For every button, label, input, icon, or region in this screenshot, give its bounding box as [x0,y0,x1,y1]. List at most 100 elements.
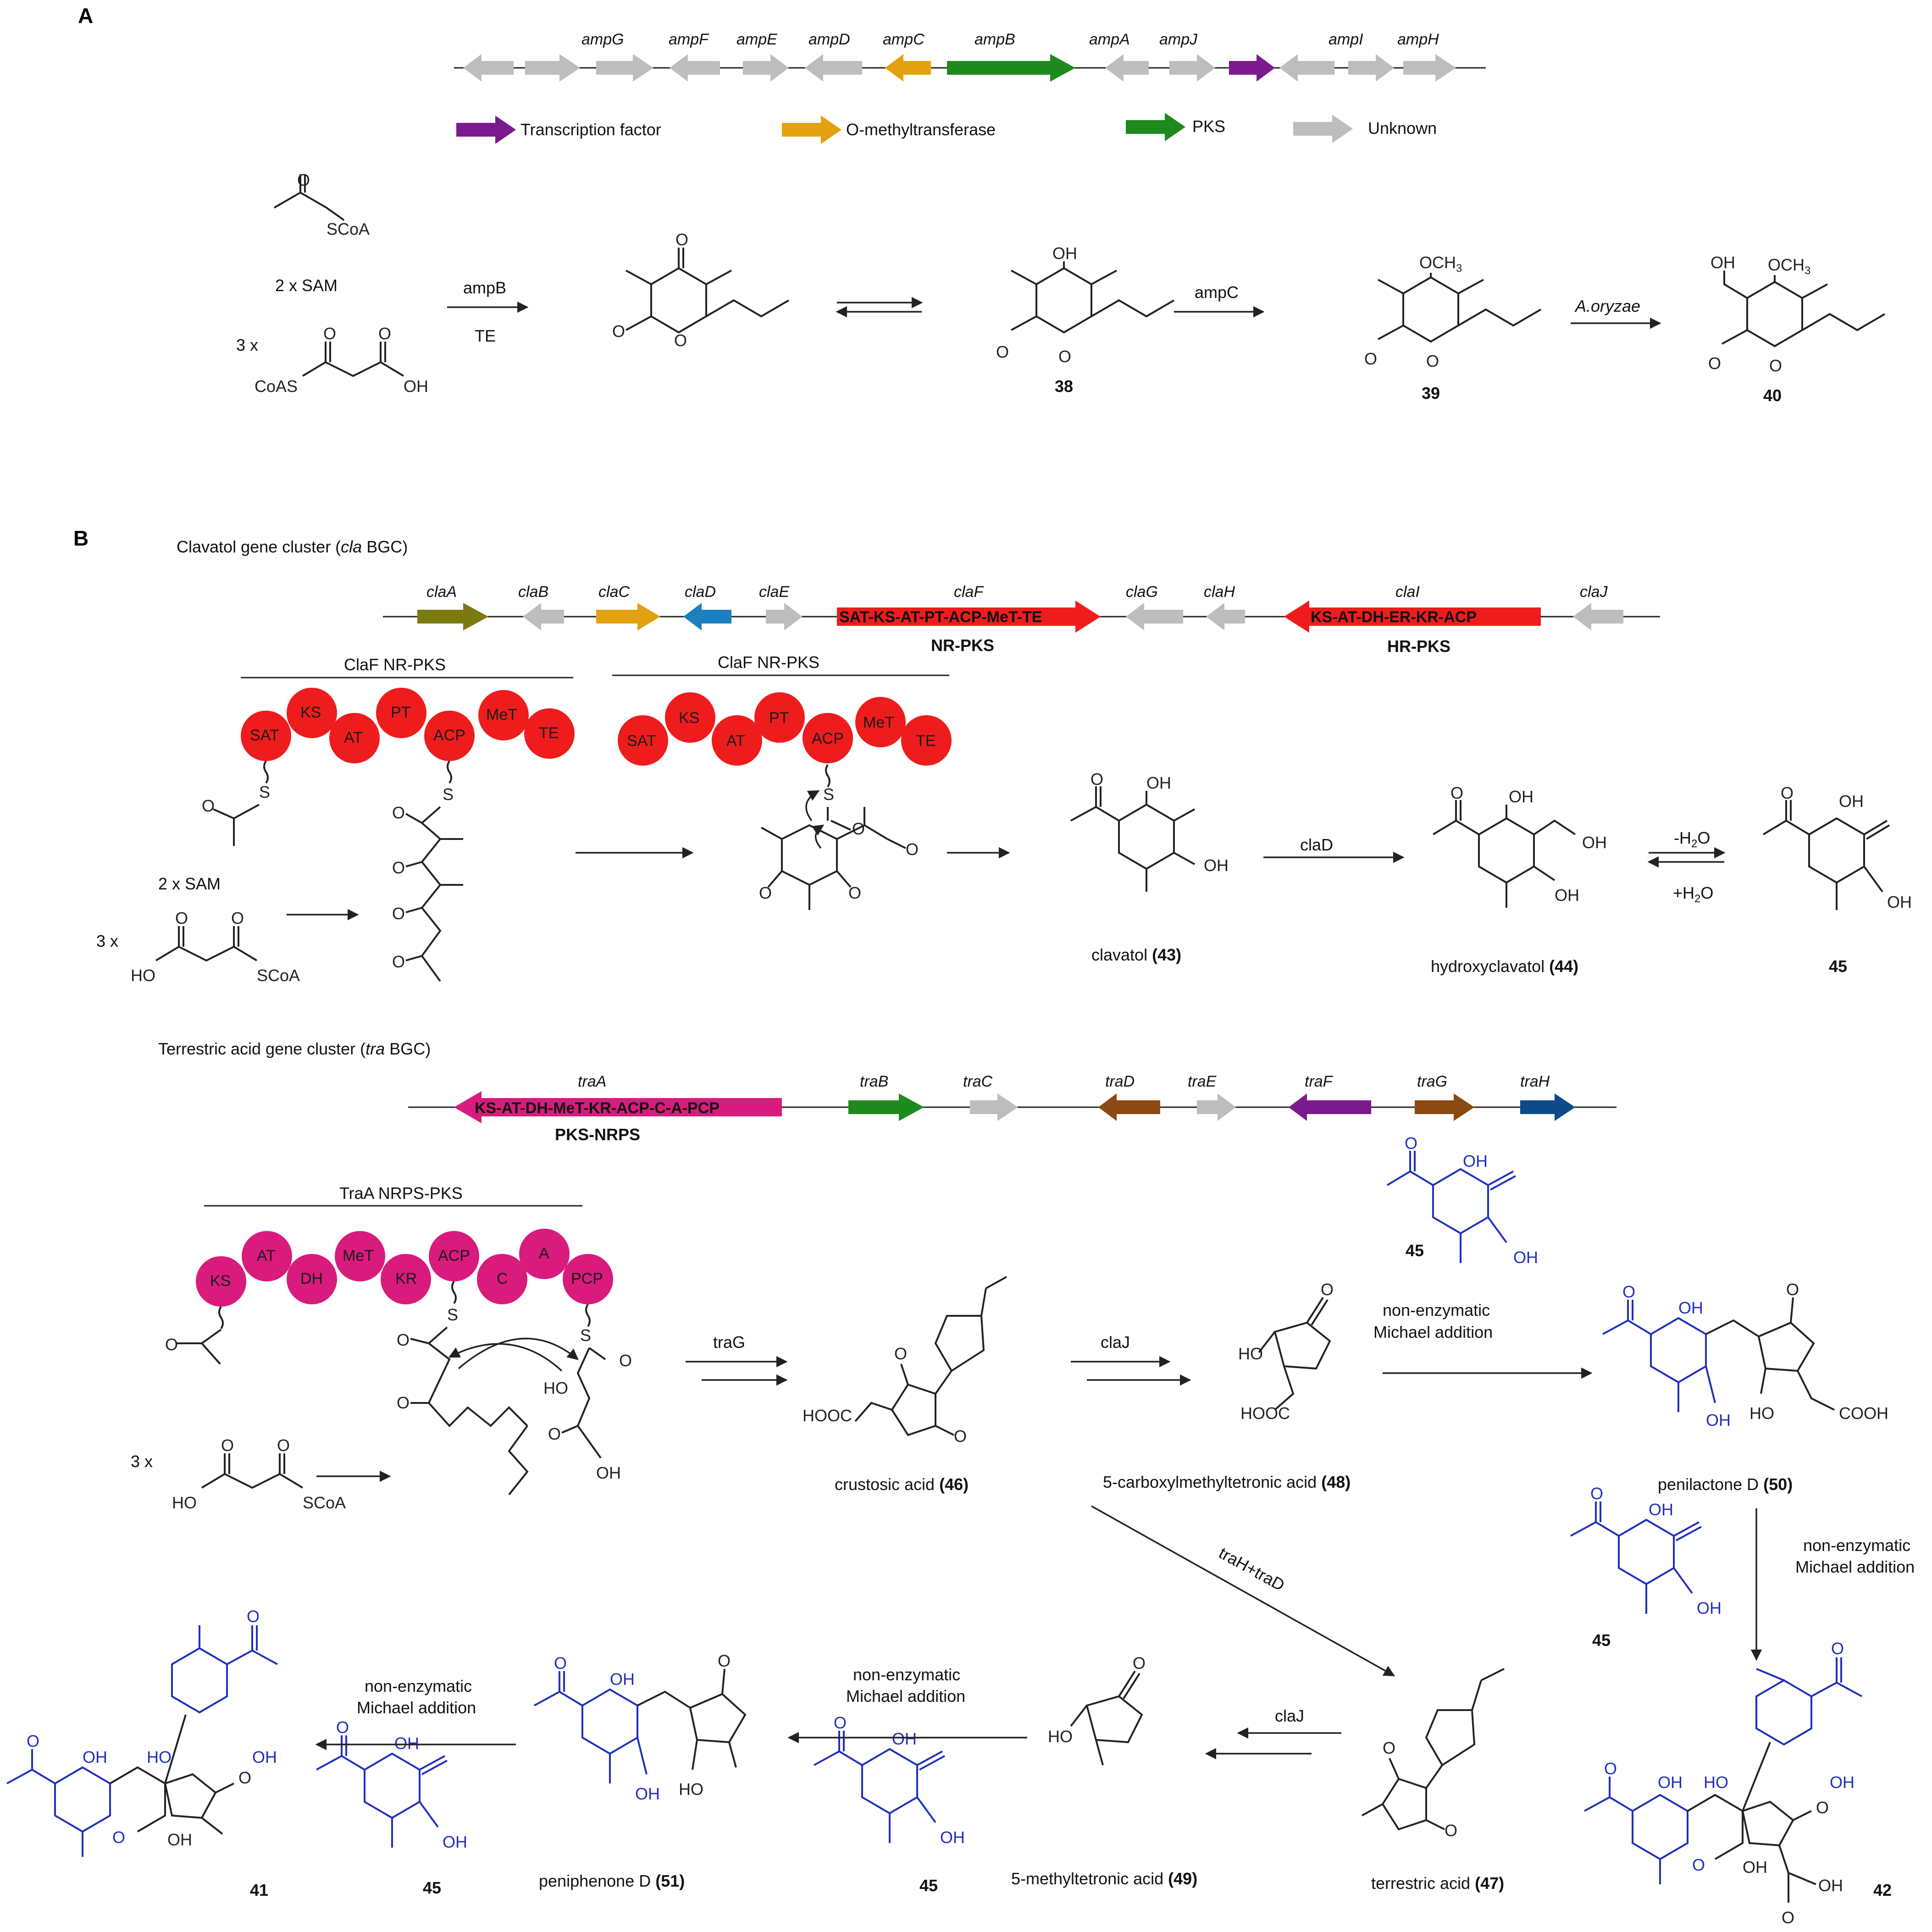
amp-gene-ampG [596,54,653,82]
legend-omt-arrow [782,116,841,144]
oh-label: OH [404,377,428,396]
domain-label: DH [300,1270,323,1287]
atom-oh: OH [610,1670,635,1689]
atom-oh: OH [596,1463,621,1482]
compound-48: O HO HOOC 5-carboxylmethyltetronic acid … [1103,1280,1351,1491]
ho-label: HO [131,966,155,985]
compound-peniphenone-d: O OH OH O HO peniphenone D (51) [534,1651,747,1890]
plus-h2o: +H2O [1673,883,1713,905]
atom-ho: HO [1238,1344,1263,1363]
legend-unknown-arrow [1293,115,1353,143]
domain-met [478,690,529,740]
panel-b-label: B [73,526,89,550]
claI-domains: KS-AT-DH-ER-KR-ACP [1311,608,1477,626]
atom-oh: OH [1706,1411,1731,1430]
atom-oh: OH [1658,1773,1683,1792]
domain-kr [381,1254,431,1304]
cla-gene-label: claG [1126,583,1158,601]
domain-label: TE [916,732,936,750]
amp-gene-ampB [947,54,1075,82]
legend-tf-arrow [456,116,516,144]
tra-gene-traE [1197,1093,1236,1121]
tra-gene-label: traB [860,1073,888,1090]
tra-gene-cluster: traA traB traC traD traE traF traG traH … [408,1073,1616,1144]
amp-gene-unk-a [1279,54,1334,82]
atom-o: O [1708,354,1721,373]
michael-label-4b: Michael addition [357,1698,476,1717]
atom-oh: OH [1830,1773,1854,1792]
michael-label-2a: non-enzymatic [1803,1536,1910,1555]
scoa-label: SCoA [327,220,370,238]
tra-gene-label: traA [578,1073,606,1090]
atom-o: O [996,342,1009,361]
cla-gene-cluster: claA claB claC claD claE claF claG claH … [383,583,1660,656]
atom-s: S [259,783,270,801]
amp-gene-ampE [743,54,789,82]
amp-gene-ampD [805,54,862,82]
atom-o: O [392,904,405,923]
atom-oh: OH [1887,893,1912,911]
amp-gene-label: ampH [1397,31,1439,48]
atom-s: S [447,1305,458,1324]
amp-legend: Transcription factor O-methyltransferase… [456,113,1437,144]
atom-o: O [619,1351,632,1370]
compound-crustosic-acid: O O HOOC crustosic acid (46) [803,1276,1007,1494]
atom-o: O [675,230,688,249]
atom-o: O [231,909,244,927]
domain-c [477,1254,527,1304]
enzyme-claJ-1: claJ [1101,1333,1130,1352]
atom-oh: OH [83,1748,107,1766]
claF-pks-module-1: ClaF NR-PKS SAT KS AT PT ACP MeT TE [241,655,575,763]
atom-o: O [378,324,391,343]
atom-oh: OH [1204,856,1229,875]
atom-o: O [1692,1855,1705,1874]
ks-acetyl: O [165,1306,224,1365]
claF-domains: SAT-KS-AT-PT-ACP-MeT-TE [839,608,1042,626]
legend-unknown-label: Unknown [1368,119,1437,138]
enzyme-claJ-2: claJ [1275,1706,1304,1725]
atom-o: O [277,1436,290,1455]
domain-ks [196,1256,246,1307]
tra-gene-label: traG [1417,1073,1447,1090]
compound-clavatol: O OH OH clavatol (43) [1070,770,1229,964]
atom-o: O [1450,784,1463,802]
enzyme-aoryzae: A.oryzae [1574,297,1640,315]
domain-te [901,715,952,766]
domain-label: A [539,1245,549,1262]
peniphenone-label: peniphenone D (51) [539,1871,685,1890]
amp-gene-ampH [1403,54,1456,82]
atom-o: O [221,1436,234,1455]
tra-gene-traB [848,1093,924,1121]
amp-gene-label: ampB [974,31,1015,48]
cla-gene-label: claA [426,583,457,601]
atom-o: O [848,883,861,902]
cla-gene-claG [1126,603,1183,630]
cla-gene-claH [1206,603,1245,630]
michael-label-3a: non-enzymatic [853,1665,960,1684]
amp-gene-label: ampD [808,31,850,48]
compound-45-top: O OH OH 45 [1762,784,1912,976]
atom-s: S [443,785,454,804]
atom-och3: OCH3 [1419,253,1462,275]
atom-o: O [718,1651,731,1670]
compound-39: OCH3 O O 39 [1364,253,1542,403]
hooc-label: HOOC [803,1406,852,1425]
domain-ks [287,688,337,738]
domain-label: TE [539,724,559,742]
domain-met [335,1231,385,1281]
cla-gene-claC [596,603,660,630]
hrpks-label: HR-PKS [1387,637,1450,656]
atom-oh: OH [1052,244,1077,263]
atom-o: O [1091,770,1103,789]
traA-intermediate: S O O S O HO O OH [397,1281,632,1496]
cyclizing-intermediate: S O O O O [759,764,919,910]
atom-o: O [554,1654,567,1673]
traA-pks-module: TraA NRPS-PKS KS AT DH MeT KR ACP C A PC… [196,1184,613,1307]
atom-oh: OH [1678,1298,1703,1317]
atom-o: O [548,1424,561,1443]
atom-o: O [894,1344,907,1363]
tra-gene-label: traF [1305,1073,1334,1090]
acp-polyketide-chain: S O O O O [392,760,463,982]
atom-o: O [336,1718,349,1737]
